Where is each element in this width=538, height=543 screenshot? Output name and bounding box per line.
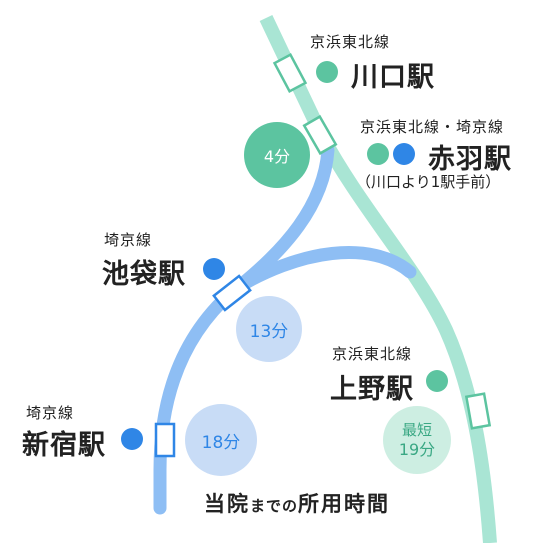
time-bubble-shinjuku: 18分 <box>185 404 257 476</box>
ueno-station-name: 上野駅 <box>330 374 414 405</box>
saikyo-dot-akabane <box>393 143 415 165</box>
ikebukuro-station-name: 池袋駅 <box>102 259 186 290</box>
keihin-tohoku-dot-akabane <box>367 143 389 165</box>
akabane-station-name: 赤羽駅 <box>428 144 512 175</box>
akabane-note: （川口より1駅手前） <box>356 173 501 191</box>
title-part-2: までの <box>250 497 299 515</box>
keihin-tohoku-line <box>259 14 497 543</box>
station-marker-kawaguchi <box>272 52 308 94</box>
keihin-tohoku-dot-kawaguchi <box>316 61 338 83</box>
time-akabane: 4分 <box>263 147 291 166</box>
ueno-line-label: 京浜東北線 <box>332 345 413 363</box>
time-ikebukuro: 13分 <box>249 321 289 342</box>
title-part-1: 当院 <box>204 492 250 516</box>
time-ueno: 19分 <box>398 440 436 459</box>
time-bubble-ueno: 最短 19分 <box>383 406 451 474</box>
station-marker-ueno <box>464 392 492 430</box>
akabane-line-label: 京浜東北線・埼京線 <box>360 118 505 136</box>
map-title: 当院までの所用時間 <box>204 488 390 518</box>
keihin-tohoku-dot-ueno <box>426 370 448 392</box>
title-part-3: 所用時間 <box>298 492 391 516</box>
station-marker-ikebukuro <box>212 274 252 312</box>
saikyo-dot-shinjuku <box>121 428 143 450</box>
saikyo-dot-ikebukuro <box>203 258 225 280</box>
station-marker-shinjuku <box>154 422 176 458</box>
kawaguchi-station-name: 川口駅 <box>351 62 435 93</box>
shinjuku-line-label: 埼京線 <box>26 404 75 422</box>
shinjuku-station-name: 新宿駅 <box>22 430 106 461</box>
kawaguchi-line-label: 京浜東北線 <box>310 33 391 51</box>
station-marker-akabane <box>302 114 338 156</box>
ikebukuro-line-label: 埼京線 <box>104 231 153 249</box>
time-shinjuku: 18分 <box>201 432 241 453</box>
time-bubble-akabane: 4分 <box>244 122 310 188</box>
time-ueno-prefix: 最短 <box>401 421 432 439</box>
time-bubble-ikebukuro: 13分 <box>236 296 302 362</box>
